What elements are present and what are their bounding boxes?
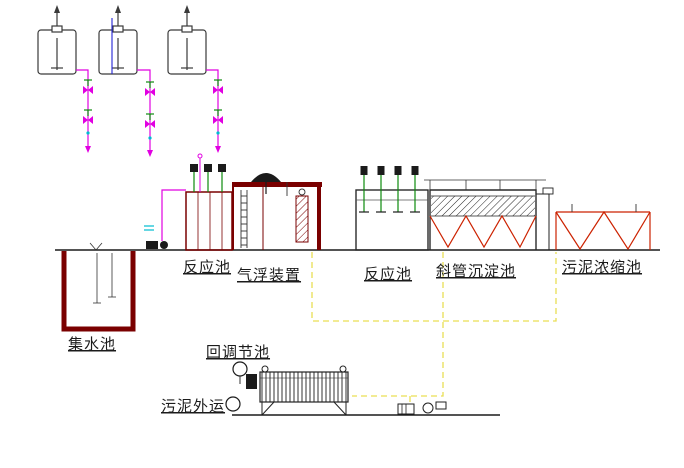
- label-return-regulation-tank: 回调节池: [206, 344, 270, 361]
- sedimentation-tank: [424, 179, 554, 250]
- reaction-tank-1: [185, 153, 233, 251]
- sludge-pipeline: [311, 252, 557, 404]
- collecting-tank: [61, 242, 136, 332]
- reaction-tank-2: [355, 166, 429, 251]
- sludge-out-pump-icon: [225, 396, 241, 412]
- dosing-tank-3: [167, 5, 207, 75]
- filter-press: [246, 365, 349, 416]
- sludge-hoppers: [429, 214, 537, 249]
- label-air-flotation-unit: 气浮装置: [237, 267, 301, 284]
- skimmer-motor-icon: [251, 173, 281, 182]
- ladder-icon: [240, 190, 248, 248]
- sludge-thickening-tank: [555, 204, 651, 251]
- return-regulation-pump-icon: [232, 361, 248, 384]
- dosing-pipe-1: [76, 69, 93, 153]
- label-reaction-tank-2: 反应池: [364, 265, 412, 283]
- label-sedimentation-tank: 斜管沉淀池: [436, 263, 516, 280]
- label-sludge-out: 污泥外运: [161, 398, 225, 415]
- dosing-pipe-3: [206, 69, 223, 153]
- label-collecting-tank: 集水池: [68, 336, 116, 353]
- mixer-icon: [190, 153, 226, 192]
- mixer-icon: [359, 166, 420, 213]
- inclined-tube-module: [431, 196, 535, 216]
- sludge-feed-pump: [397, 401, 447, 415]
- dosing-tank-2: [98, 5, 138, 75]
- transfer-pump: [144, 189, 186, 249]
- dosing-tank-1: [37, 5, 77, 75]
- dosing-pipe-2: [137, 69, 155, 157]
- label-reaction-tank-1: 反应池: [183, 258, 231, 276]
- label-thickening-tank: 污泥浓缩池: [562, 259, 642, 276]
- air-flotation-unit: [232, 173, 322, 250]
